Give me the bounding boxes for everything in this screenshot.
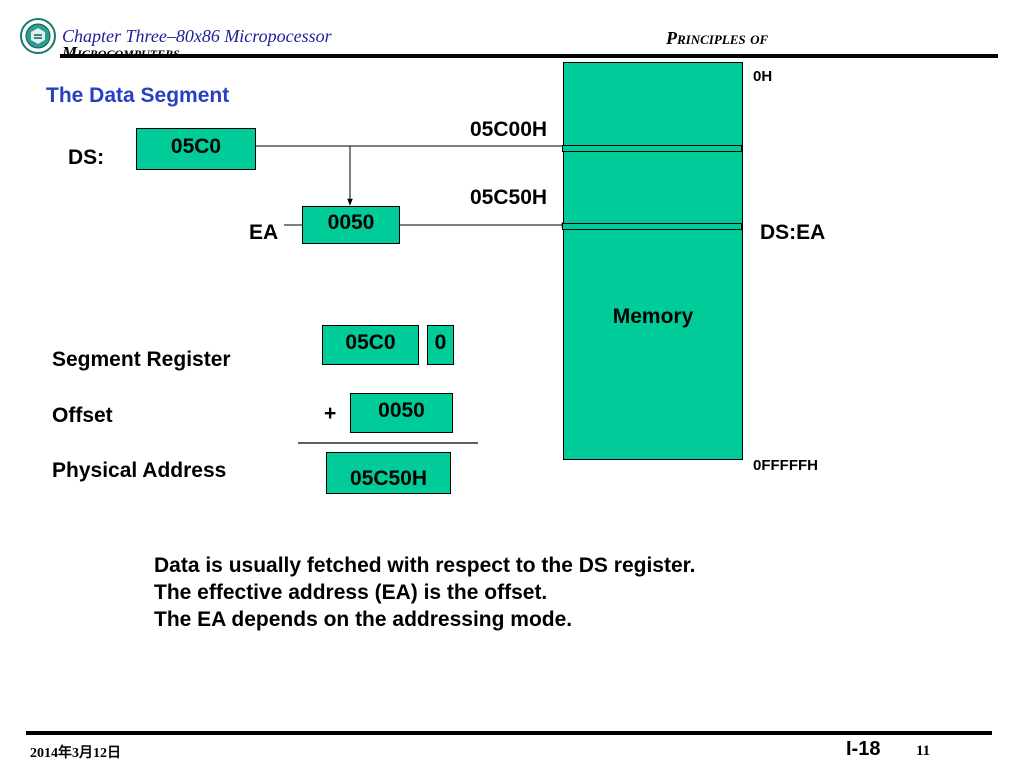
ea-label: EA [249, 221, 279, 244]
note-line: The EA depends on the addressing mode. [154, 608, 573, 631]
ea-box: 0050 [302, 206, 400, 244]
memory-bottom-address: 0FFFFFH [753, 457, 818, 474]
appended-zero-box: 0 [427, 325, 454, 365]
slide-id: I-18 [846, 738, 881, 760]
physical-address-box: 05C50H [326, 452, 451, 494]
header-rule [60, 54, 998, 58]
effective-address-value: 05C50H [470, 186, 548, 209]
ds-register-box: 05C0 [136, 128, 256, 170]
note-line: The effective address (EA) is the offset… [154, 581, 548, 604]
memory-label: Memory [612, 305, 694, 328]
university-seal-icon [20, 18, 56, 54]
segment-register-box: 05C0 [322, 325, 419, 365]
offset-box: 0050 [350, 393, 453, 433]
offset-label: Offset [52, 404, 113, 427]
physical-address-label: Physical Address [52, 459, 227, 482]
segment-start-marker [562, 145, 742, 152]
ds-ea-label: DS:EA [760, 221, 826, 244]
memory-block: Memory [562, 62, 743, 460]
segment-start-address: 05C00H [470, 118, 548, 141]
section-title: The Data Segment [46, 84, 230, 107]
footer-rule [26, 731, 992, 735]
note-line: Data is usually fetched with respect to … [154, 554, 696, 577]
notes: Data is usually fetched with respect to … [154, 552, 696, 633]
page-number: 11 [916, 743, 931, 759]
course-title: Principles of [666, 28, 769, 48]
effective-address-marker [562, 223, 742, 230]
plus-sign: + [324, 402, 337, 425]
chapter-title: Chapter Three–80x86 Micropocessor [62, 26, 332, 46]
footer-date: 2014年3月12日 [30, 746, 121, 761]
ds-label: DS: [68, 146, 105, 169]
segment-register-label: Segment Register [52, 348, 231, 371]
memory-top-address: 0H [753, 68, 773, 85]
